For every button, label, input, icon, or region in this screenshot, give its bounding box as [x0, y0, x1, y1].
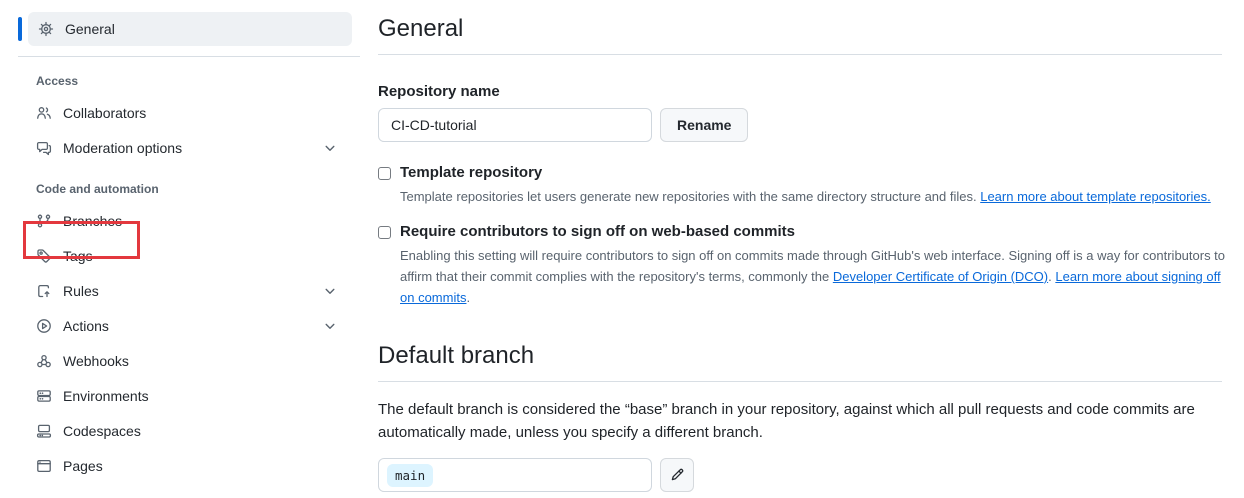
template-repositories-link[interactable]: Learn more about template repositories. [980, 189, 1211, 204]
template-repository-setting: Template repository Template repositorie… [378, 164, 1222, 207]
sidebar-item-rules[interactable]: Rules [16, 273, 352, 308]
general-settings-panel: General Repository name Rename Template … [378, 0, 1225, 492]
repository-name-label: Repository name [378, 83, 500, 100]
rules-icon [36, 283, 52, 299]
sidebar-item-collaborators[interactable]: Collaborators [16, 95, 352, 130]
sidebar-divider [18, 56, 360, 57]
tag-icon [36, 248, 52, 264]
sidebar-item-branches[interactable]: Branches [16, 203, 352, 238]
signoff-learn-more-link[interactable]: Learn more about signing off on commits [400, 269, 1221, 305]
git-branch-icon [36, 213, 52, 229]
sidebar-item-actions[interactable]: Actions [16, 308, 352, 343]
page-title: General [378, 15, 464, 42]
codespaces-icon [36, 423, 52, 439]
template-repository-title: Template repository [400, 164, 543, 181]
edit-branch-button[interactable] [660, 458, 694, 492]
sidebar-section-access: Access [36, 74, 79, 88]
sidebar-item-label: Actions [63, 317, 109, 334]
server-icon [36, 388, 52, 404]
note-text: Enabling this setting will require contr… [400, 248, 1226, 284]
signoff-note: Enabling this setting will require contr… [400, 245, 1230, 308]
chevron-down-icon [322, 318, 338, 334]
sidebar-section-code-and-automation: Code and automation [36, 182, 159, 196]
note-text: . [1048, 269, 1056, 284]
sidebar-item-environments[interactable]: Environments [16, 378, 352, 413]
default-branch-title: Default branch [378, 342, 535, 369]
sidebar-item-label: Tags [63, 247, 93, 264]
default-branch-input[interactable]: main [378, 458, 652, 492]
sidebar-item-label: Environments [63, 387, 149, 404]
sidebar-item-label: Pages [63, 457, 103, 474]
chevron-down-icon [322, 140, 338, 156]
title-divider [378, 54, 1222, 55]
sidebar-item-webhooks[interactable]: Webhooks [16, 343, 352, 378]
gear-icon [38, 21, 54, 37]
sidebar-item-label: Webhooks [63, 352, 129, 369]
pencil-icon [669, 467, 685, 483]
people-icon [36, 105, 52, 121]
dco-link[interactable]: Developer Certificate of Origin (DCO) [832, 269, 1049, 284]
chevron-down-icon [322, 283, 338, 299]
sidebar-item-label: Moderation options [63, 139, 183, 156]
sidebar-item-pages[interactable]: Pages [16, 448, 352, 483]
note-text: Template repositories let users generate… [400, 189, 981, 204]
sidebar-item-label: General [65, 21, 115, 37]
webhook-icon [36, 353, 52, 369]
play-icon [36, 318, 52, 334]
active-item-indicator [18, 17, 22, 41]
signoff-checkbox[interactable] [378, 226, 391, 239]
rename-button[interactable]: Rename [660, 108, 749, 142]
default-branch-divider [378, 381, 1222, 382]
browser-icon [36, 458, 52, 474]
sidebar-item-general[interactable]: General [18, 12, 352, 46]
template-repository-note: Template repositories let users generate… [400, 186, 1230, 207]
default-branch-description: The default branch is considered the “ba… [378, 401, 1195, 441]
sidebar-item-label: Codespaces [63, 422, 141, 439]
sidebar-item-label: Branches [63, 212, 123, 229]
note-text: . [466, 290, 471, 305]
sidebar-item-codespaces[interactable]: Codespaces [16, 413, 352, 448]
signoff-title: Require contributors to sign off on web-… [400, 223, 796, 240]
settings-sidebar: General Access Collaborators Moderation … [16, 12, 360, 483]
repository-name-input[interactable] [378, 108, 652, 142]
template-repository-checkbox[interactable] [378, 167, 391, 180]
signoff-setting: Require contributors to sign off on web-… [378, 223, 1225, 308]
branch-name-badge: main [387, 463, 434, 487]
comment-discussion-icon [36, 140, 52, 156]
sidebar-item-moderation-options[interactable]: Moderation options [16, 130, 352, 165]
sidebar-item-label: Collaborators [63, 104, 147, 121]
sidebar-item-tags[interactable]: Tags [16, 238, 352, 273]
sidebar-item-label: Rules [63, 282, 99, 299]
